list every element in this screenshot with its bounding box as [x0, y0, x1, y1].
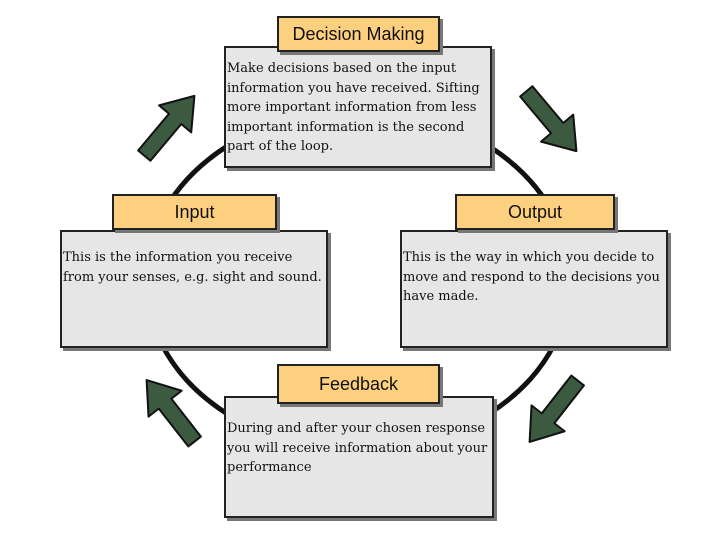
output-box — [400, 230, 668, 348]
output-description: This is the way in which you decide to m… — [403, 250, 660, 304]
feedback-box — [224, 396, 494, 518]
decision-making-label: Decision Making — [277, 16, 440, 52]
arrow-decision-to-output — [519, 85, 578, 153]
arrow-feedback-to-input — [145, 379, 202, 448]
feedback-description: During and after your chosen response yo… — [227, 421, 488, 475]
decision-making-description: Make decisions based on the input inform… — [227, 61, 480, 154]
output-label: Output — [455, 194, 615, 230]
input-description: This is the information you receive from… — [63, 250, 322, 285]
arrow-output-to-feedback — [528, 374, 585, 443]
input-box — [60, 230, 328, 348]
input-label: Input — [112, 194, 277, 230]
arrow-input-to-decision — [137, 94, 196, 162]
feedback-label: Feedback — [277, 364, 440, 404]
